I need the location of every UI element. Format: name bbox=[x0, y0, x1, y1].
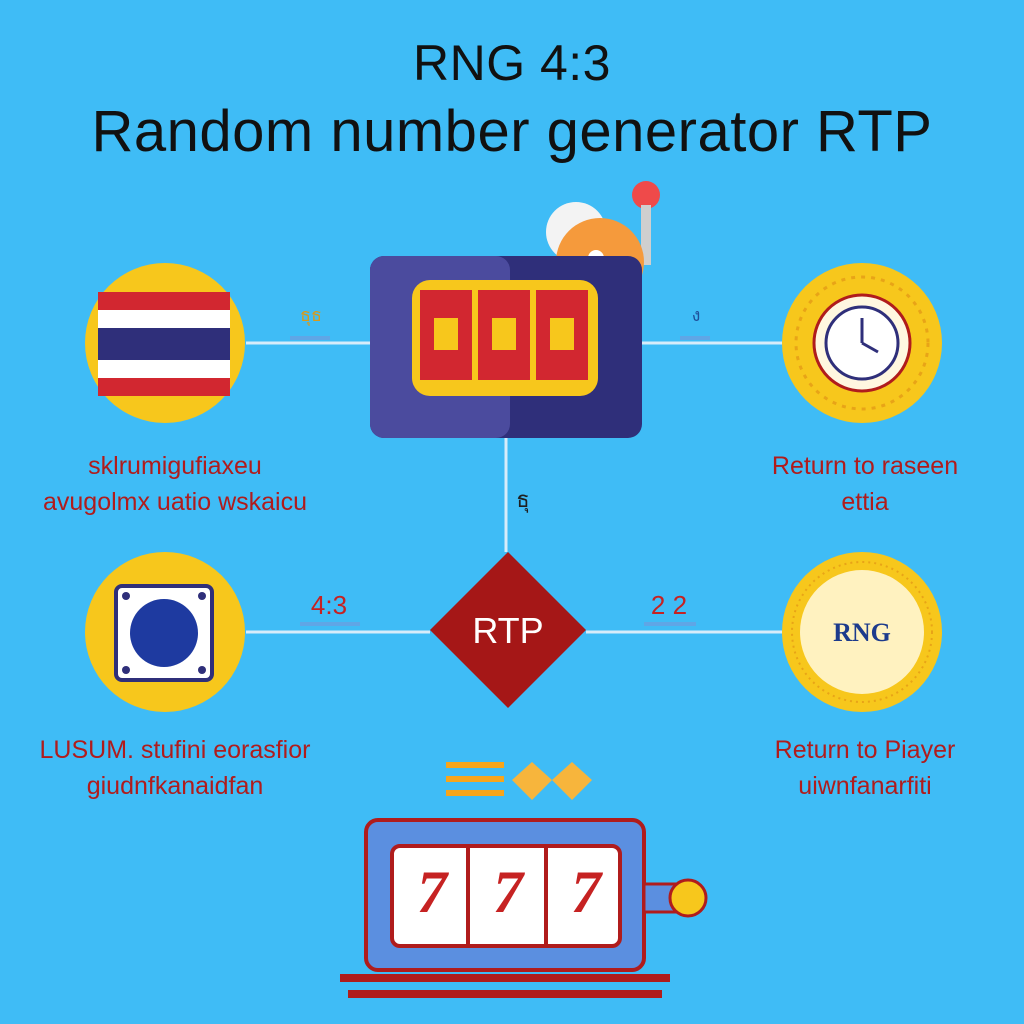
reel-2: 7 bbox=[493, 859, 523, 925]
connector-label-vertical: ธุ bbox=[516, 487, 530, 512]
clock-node bbox=[782, 263, 942, 423]
reel-3: 7 bbox=[571, 859, 601, 925]
page-title: Random number generator RTP bbox=[91, 99, 933, 164]
caption-top-left: sklrumigufiaxeu avugolmx uatio wskaicu bbox=[0, 448, 350, 520]
rtp-label: RTP bbox=[472, 610, 544, 651]
title-line-1: RNG 4:3 bbox=[412, 35, 611, 91]
rng-badge bbox=[782, 552, 942, 712]
reel-1: 7 bbox=[417, 859, 447, 925]
slot-machine-777 bbox=[340, 818, 708, 998]
caption-bottom-right-line-1: Return to Piayer bbox=[774, 736, 956, 764]
chip-node bbox=[85, 552, 245, 712]
caption-top-left-line-2: avugolmx uatio wskaicu bbox=[42, 488, 307, 516]
caption-bottom-left-line-2: giudnfkanaidfan bbox=[86, 772, 264, 800]
caption-top-right: Return to raseen ettia bbox=[720, 448, 1010, 520]
caption-top-left-line-1: sklrumigufiaxeu bbox=[88, 452, 262, 480]
rtp-diamond bbox=[430, 552, 586, 708]
caption-bottom-left-line-1: LUSUM. stufini eorasfior bbox=[39, 736, 311, 764]
caption-bottom-right-line-2: uiwnfanarfiti bbox=[798, 772, 932, 800]
connector-label-top-right: ง bbox=[691, 305, 701, 325]
connector-label-top-left: ธุธ bbox=[300, 305, 322, 325]
caption-top-right-line-1: Return to raseen bbox=[771, 452, 959, 480]
slot-machine-screen bbox=[370, 181, 660, 438]
connector-label-bottom-right: 2 2 bbox=[650, 590, 688, 620]
rng-badge-label: RNG bbox=[833, 618, 891, 647]
caption-bottom-right: Return to Piayer uiwnfanarfiti bbox=[720, 732, 1010, 804]
caption-top-right-line-2: ettia bbox=[841, 488, 889, 516]
flag-node bbox=[85, 263, 245, 423]
connector-label-bottom-left: 4:3 bbox=[310, 590, 348, 620]
coin-stack-icon bbox=[446, 762, 592, 800]
caption-bottom-left: LUSUM. stufini eorasfior giudnfkanaidfan bbox=[0, 732, 350, 804]
